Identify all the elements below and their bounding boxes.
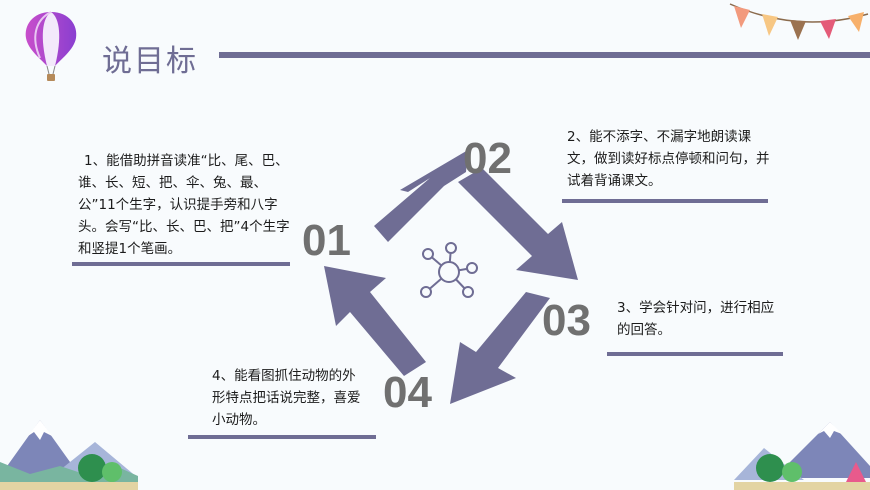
page-title: 说目标 — [102, 44, 198, 79]
cycle-arrows — [324, 150, 578, 404]
mountain-scenery-icon — [0, 420, 138, 490]
goal-1-underline — [72, 262, 290, 266]
goal-2-underline — [562, 199, 768, 203]
molecule-network-icon — [420, 242, 478, 298]
step-number-04: 04 — [383, 368, 432, 417]
goal-4-underline — [188, 435, 376, 439]
title-divider — [219, 52, 870, 58]
step-number-03: 03 — [542, 296, 591, 345]
mountain-scenery-right-icon — [734, 422, 870, 490]
pennant-bunting-icon — [729, 3, 869, 40]
step-number-02: 02 — [463, 134, 512, 183]
goal-4-text: 4、能看图抓住动物的外形特点把话说完整，喜爱小动物。 — [212, 368, 361, 428]
goal-1-text: 1、能借助拼音读准“比、尾、巴、谁、长、短、把、伞、兔、最、公”11个生字，认识… — [78, 153, 290, 257]
goal-2-text: 2、能不添字、不漏字地朗读课文，做到读好标点停顿和问句，并试着背诵课文。 — [567, 129, 770, 189]
hot-air-balloon-icon — [25, 11, 77, 81]
step-number-01: 01 — [302, 216, 351, 265]
goal-3-text: 3、学会针对问，进行相应的回答。 — [617, 300, 775, 338]
goal-3-underline — [607, 352, 783, 356]
